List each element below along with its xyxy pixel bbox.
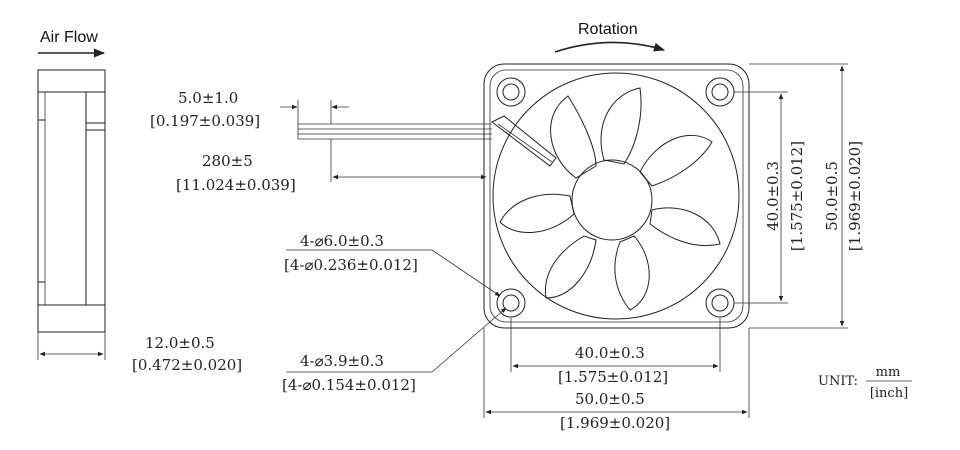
hole-spacing-h-inch-label: [1.575±0.012] <box>558 368 668 386</box>
mounting-hole-bottom-right <box>705 288 735 318</box>
mounting-hole-top-right <box>705 77 735 107</box>
rotation-label: Rotation <box>578 21 638 38</box>
frame-width-inch-label: [1.969±0.020] <box>560 414 670 432</box>
hole-spacing-h-label: 40.0±0.3 <box>575 344 645 362</box>
lead-channel <box>491 115 557 167</box>
unit-top: mm <box>876 365 901 380</box>
unit-bottom: [inch] <box>870 386 908 401</box>
fan-frame-opening <box>492 72 740 320</box>
thickness-inch-label: [0.472±0.020] <box>132 356 242 374</box>
frame-width-label: 50.0±0.5 <box>575 390 645 408</box>
fan-frame-outer <box>483 63 750 329</box>
hole-spacing-v-label: 40.0±0.3 <box>764 161 782 231</box>
front-view: Rotation <box>286 21 848 418</box>
side-view: Air Flow <box>37 29 106 360</box>
large-hole-leader <box>286 249 501 297</box>
lead-length-label: 280±5 <box>202 152 253 170</box>
fan-blades <box>499 87 721 311</box>
hole-spacing-v-inch-label: [1.575±0.012] <box>788 141 806 251</box>
mounting-hole-top-left <box>496 77 526 107</box>
hole-large-inch-label: [4-⌀0.236±0.012] <box>284 256 418 274</box>
air-flow-label: Air Flow <box>40 29 98 46</box>
hole-small-label: 4-⌀3.9±0.3 <box>300 352 384 370</box>
unit-prefix: UNIT: <box>818 374 858 389</box>
hole-large-label: 4-⌀6.0±0.3 <box>300 232 384 250</box>
rotation-arrow-icon <box>554 41 666 53</box>
fan-side-outline <box>37 69 106 333</box>
mounting-hole-bottom-left <box>496 288 526 318</box>
lead-length-inch-label: [11.024±0.039] <box>176 176 296 194</box>
lead-wires <box>280 100 492 182</box>
fan-hub <box>571 159 653 241</box>
lead-offset-inch-label: [0.197±0.039] <box>150 112 260 130</box>
thickness-label: 12.0±0.5 <box>145 334 215 352</box>
hole-small-inch-label: [4-⌀0.154±0.012] <box>282 376 416 394</box>
fan-side-lead-exit <box>85 122 106 131</box>
unit-legend: UNIT: mm [inch] <box>818 365 912 401</box>
frame-height-label: 50.0±0.5 <box>823 161 841 231</box>
small-hole-leader <box>286 307 507 373</box>
lead-offset-label: 5.0±1.0 <box>178 89 238 107</box>
frame-height-inch-label: [1.969±0.020] <box>846 141 864 251</box>
